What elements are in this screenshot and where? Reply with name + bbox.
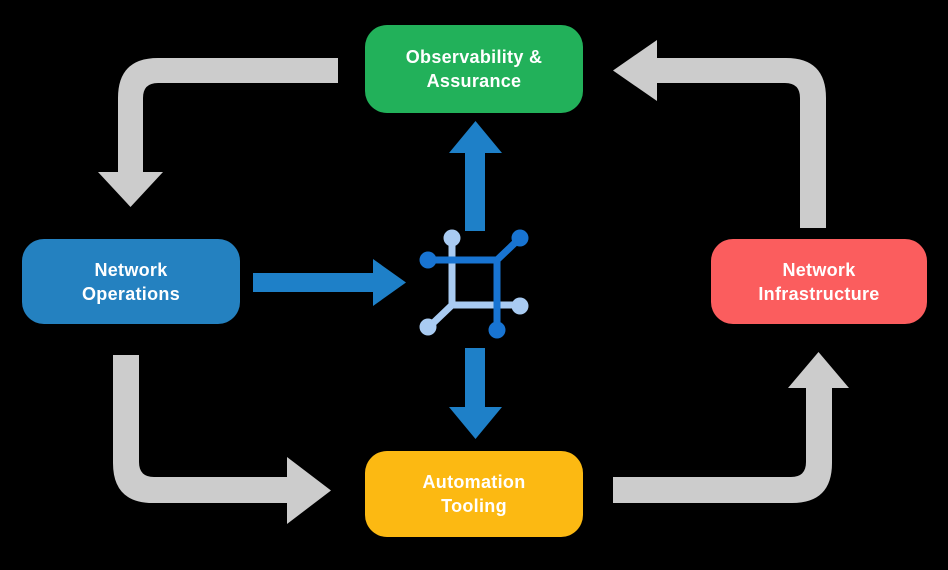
arrow-observability-to-operations <box>98 58 338 207</box>
arrow-operations-to-automation <box>113 355 331 524</box>
node-label-line: Tooling <box>441 496 507 516</box>
arrow-automation-to-infrastructure <box>613 352 849 503</box>
icon-dark-segments <box>419 229 529 339</box>
node-observability-assurance: Observability & Assurance <box>365 25 583 113</box>
arrow-center-to-observability <box>449 121 502 231</box>
node-label-line: Assurance <box>426 71 522 91</box>
node-label-line: Network <box>782 259 856 280</box>
node-network-infrastructure: Network Infrastructure <box>711 239 927 324</box>
icon-light-segments <box>419 229 529 336</box>
node-label-line: Observability & <box>405 47 543 67</box>
arrow-infrastructure-to-observability <box>613 40 826 228</box>
node-automation-tooling: Automation Tooling <box>365 451 583 537</box>
node-label-line: Network <box>94 259 168 280</box>
node-label-line: Infrastructure <box>758 283 880 304</box>
node-network-operations: Network Operations <box>22 239 240 324</box>
network-automation-nodes-icon <box>419 229 529 339</box>
node-label-line: Automation <box>422 472 526 492</box>
arrow-operations-to-center <box>253 259 406 306</box>
arrow-center-to-automation <box>449 348 502 439</box>
node-label-line: Operations <box>81 283 181 304</box>
